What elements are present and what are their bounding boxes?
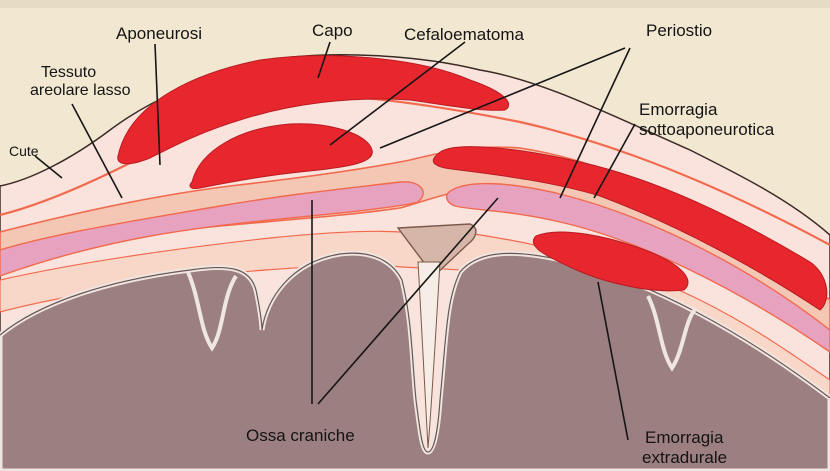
- label-cute: Cute: [9, 144, 39, 159]
- label-periostio: Periostio: [646, 21, 712, 40]
- label-aponeurosi: Aponeurosi: [116, 24, 202, 43]
- label-emorragia-sotto-line2: sottoaponeurotica: [639, 120, 774, 139]
- label-ossa-craniche: Ossa craniche: [246, 426, 355, 445]
- top-border: [0, 0, 830, 8]
- label-emorragia-sotto-line1: Emorragia: [639, 100, 717, 119]
- label-emorragia-extra-line1: Emorragia: [645, 428, 723, 447]
- label-tessuto-line1: Tessuto: [41, 64, 96, 82]
- label-tessuto-line2: areolare lasso: [30, 82, 131, 100]
- label-emorragia-extra-line2: extradurale: [642, 448, 727, 467]
- label-capo: Capo: [312, 21, 353, 40]
- label-cefaloematoma: Cefaloematoma: [404, 25, 524, 44]
